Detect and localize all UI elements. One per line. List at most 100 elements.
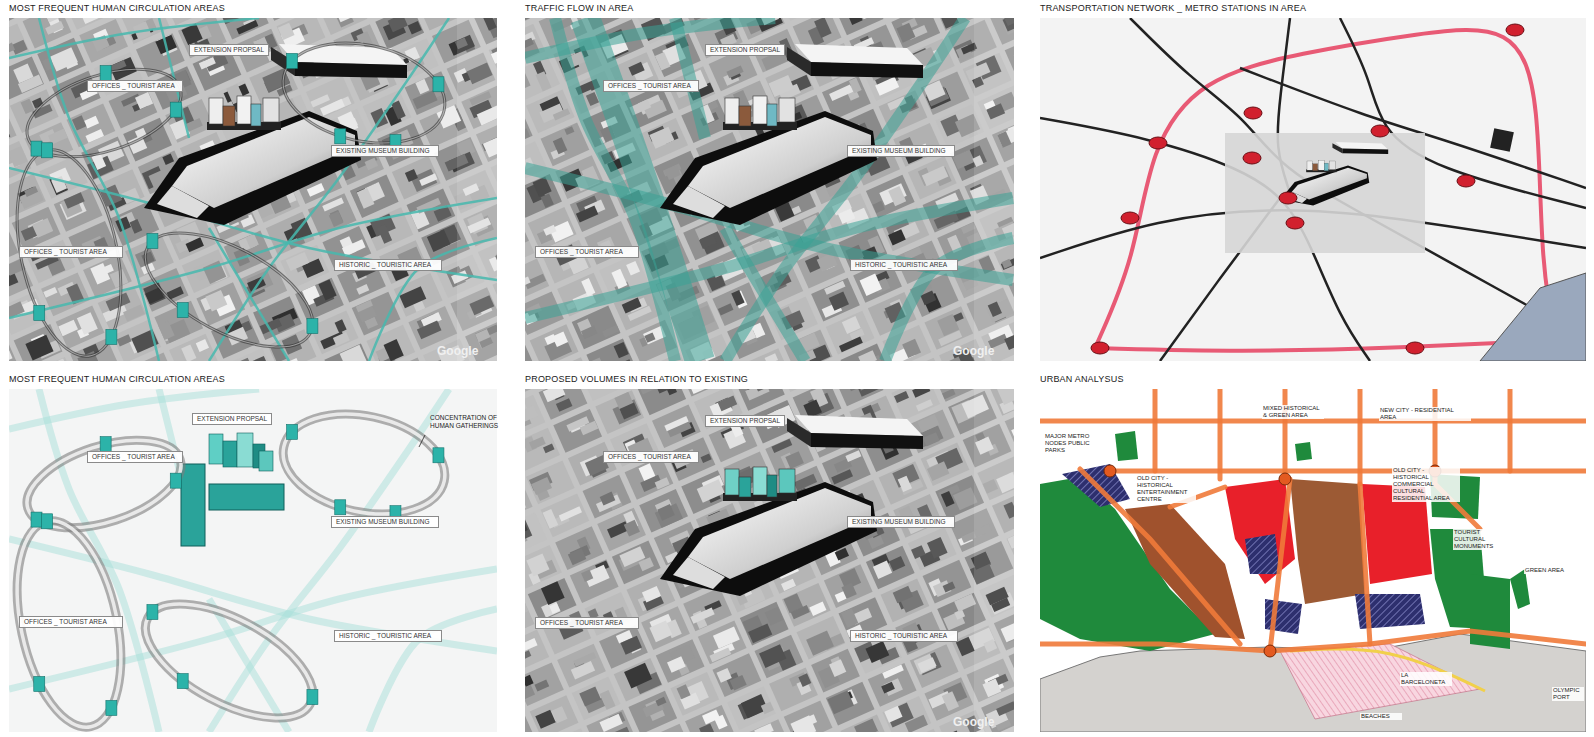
- roof: [536, 71, 552, 91]
- roof: [600, 690, 616, 710]
- roof: [713, 626, 740, 648]
- roof: [687, 389, 707, 394]
- metro-station: [1457, 175, 1475, 187]
- city-block: [530, 695, 579, 732]
- metro-network: [1040, 18, 1586, 361]
- area-tag: EXTENSION PROPSAL: [189, 44, 269, 56]
- city-block: [584, 592, 633, 636]
- circulation-ring: [128, 581, 330, 732]
- roof: [278, 23, 295, 40]
- city-block: [528, 207, 577, 251]
- roof: [9, 124, 10, 140]
- extension-volume: [251, 104, 261, 126]
- roof: [916, 399, 933, 411]
- sketch-ground: [1040, 18, 1586, 361]
- roof: [942, 389, 956, 399]
- metro-line: [1130, 18, 1586, 338]
- city-block: [408, 306, 457, 350]
- roof: [43, 358, 70, 361]
- roof: [748, 623, 772, 643]
- circulation-ring: [128, 210, 330, 361]
- handwritten-note: MIXED HISTORICAL & GREEN AREA: [1262, 405, 1324, 419]
- area-tag: HISTORIC _ TOURISTIC AREA: [850, 259, 958, 271]
- roof: [535, 710, 555, 729]
- city-block: [586, 338, 635, 361]
- extension-volume: [739, 477, 751, 497]
- tag-text: EXTENSION PROPSAL: [710, 417, 780, 425]
- roof: [123, 305, 145, 322]
- roof: [158, 321, 175, 340]
- metro-station: [1121, 212, 1139, 224]
- city-block: [14, 324, 63, 361]
- roof: [553, 137, 568, 154]
- city-block: [597, 508, 646, 552]
- roof: [701, 454, 712, 464]
- city-block: [555, 526, 604, 570]
- extension-volume: [779, 98, 795, 122]
- extension-volume: [767, 104, 777, 126]
- roof: [525, 38, 534, 52]
- roof: [941, 491, 955, 507]
- roof: [50, 47, 78, 71]
- roof: [529, 436, 546, 449]
- roof: [318, 279, 336, 300]
- museum-shadow: [660, 111, 877, 225]
- roof: [81, 18, 106, 24]
- traffic-aerial: [525, 18, 1014, 361]
- roof: [894, 391, 909, 403]
- metro-node: [1264, 645, 1276, 657]
- panel-heading: URBAN ANALYSUS: [1040, 373, 1586, 385]
- tag-text: EXISTING MUSEUM BUILDING: [852, 147, 950, 155]
- roof: [639, 557, 654, 571]
- extension-volume: [1324, 163, 1328, 171]
- aerial-ground: [9, 18, 497, 361]
- metro-loop: [1095, 30, 1560, 361]
- city-block: [879, 461, 928, 505]
- city-block: [599, 625, 648, 669]
- city-block: [641, 606, 690, 650]
- roof: [824, 281, 845, 295]
- city-blocks: [525, 18, 1014, 361]
- city-block: [568, 442, 617, 486]
- handwritten-note: MAJOR METRO NODES PUBLIC PARKS: [1044, 433, 1092, 454]
- roof: [785, 451, 804, 469]
- area-tag: HISTORIC _ TOURISTIC AREA: [334, 259, 442, 271]
- roof: [716, 668, 731, 683]
- roof: [702, 709, 720, 724]
- urban-map: [1040, 389, 1586, 732]
- circulation-diagram: [9, 389, 497, 732]
- roof: [591, 357, 603, 361]
- roof: [564, 126, 574, 135]
- roof: [556, 398, 573, 412]
- extension-volume: [259, 451, 273, 471]
- roof: [849, 78, 862, 94]
- city-block: [614, 658, 663, 702]
- roof: [761, 702, 774, 715]
- roof: [58, 320, 78, 337]
- roof: [541, 193, 554, 208]
- roof: [806, 631, 834, 656]
- annex-roof: [795, 44, 923, 65]
- roof: [839, 337, 863, 353]
- traffic-band: [725, 228, 805, 361]
- roof: [611, 269, 627, 289]
- city-block: [595, 390, 644, 434]
- panel-heading: TRAFFIC FLOW IN AREA: [525, 2, 1014, 14]
- roof: [141, 252, 154, 265]
- roof: [809, 602, 826, 616]
- roof: [162, 154, 174, 165]
- roof: [419, 173, 437, 186]
- roof: [620, 636, 641, 655]
- analysis-panel: MOST FREQUENT HUMAN CIRCULATION AREASEXT…: [9, 373, 497, 732]
- gathering-marker: [100, 437, 111, 452]
- area-tag: EXISTING MUSEUM BUILDING: [847, 516, 955, 528]
- city-block: [526, 461, 575, 505]
- roof: [405, 169, 418, 182]
- city-block: [586, 709, 635, 732]
- roof: [525, 675, 534, 687]
- roof: [709, 647, 731, 662]
- city-block: [612, 541, 661, 585]
- analysis-panel: PROPOSED VOLUMES IN RELATION TO EXISTING…: [525, 373, 1014, 732]
- city-block: [28, 357, 77, 361]
- handwritten-note: OLD CITY - HISTORICAL COMMERCIAL CULTURA…: [1392, 467, 1460, 502]
